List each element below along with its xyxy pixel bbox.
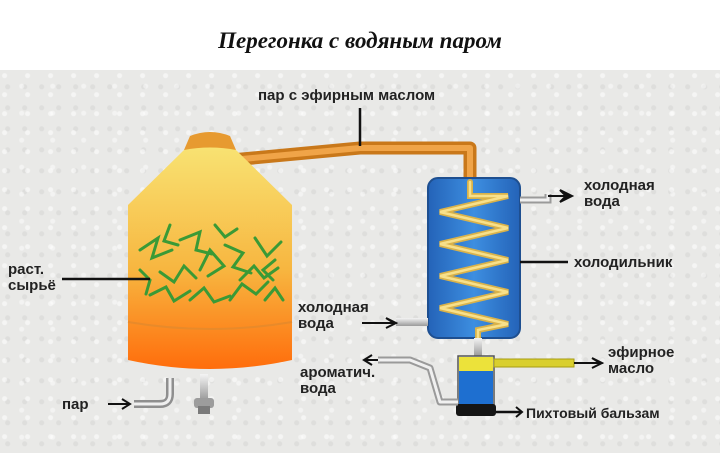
label-raw-material: раст. сырьё xyxy=(8,262,56,294)
drain-valve xyxy=(194,374,214,414)
label-cold-water-out-line1: холодная xyxy=(584,177,655,194)
arrow-aromatic-water xyxy=(362,354,378,366)
arrow-steam-in xyxy=(108,398,132,410)
label-cold-water-in-line1: холодная xyxy=(298,299,369,316)
oil-outlet-pipe xyxy=(493,358,575,368)
label-aromatic-water: ароматич. вода xyxy=(300,365,375,397)
label-cold-water-out: холодная вода xyxy=(584,178,655,210)
label-cold-water-out-line2: вода xyxy=(584,193,620,210)
separator-flask xyxy=(456,355,496,416)
label-raw-material-line2: сырьё xyxy=(8,277,56,294)
label-essential-oil-line2: масло xyxy=(608,360,655,377)
condensate-pipe xyxy=(474,338,482,356)
label-cold-water-in-line2: вода xyxy=(298,315,334,332)
label-essential-oil-line1: эфирное xyxy=(608,344,675,361)
label-raw-material-line1: раст. xyxy=(8,261,45,278)
arrow-fir-balsam xyxy=(512,406,524,418)
label-aromatic-water-line1: ароматич. xyxy=(300,364,376,381)
label-fir-balsam: Пихтовый бальзам xyxy=(526,405,660,421)
aromatic-water-pipe xyxy=(378,356,458,406)
diagram-title: Перегонка с водяным паром xyxy=(218,28,502,53)
arrow-cold-water-in xyxy=(362,317,399,329)
label-aromatic-water-line2: вода xyxy=(300,380,336,397)
cold-water-inlet-pipe xyxy=(396,318,428,326)
label-condenser: холодильник xyxy=(574,254,673,271)
label-essential-oil: эфирное масло xyxy=(608,345,674,377)
plant-material xyxy=(138,223,285,304)
arrow-essential-oil xyxy=(574,357,605,369)
label-steam-with-oil: пар с эфирным маслом xyxy=(258,87,436,104)
label-cold-water-in: холодная вода xyxy=(298,300,369,332)
distillation-vessel xyxy=(127,132,293,369)
arrow-cold-water-out xyxy=(548,189,575,203)
label-steam: пар xyxy=(62,396,89,413)
steam-inlet-pipe xyxy=(134,378,174,408)
